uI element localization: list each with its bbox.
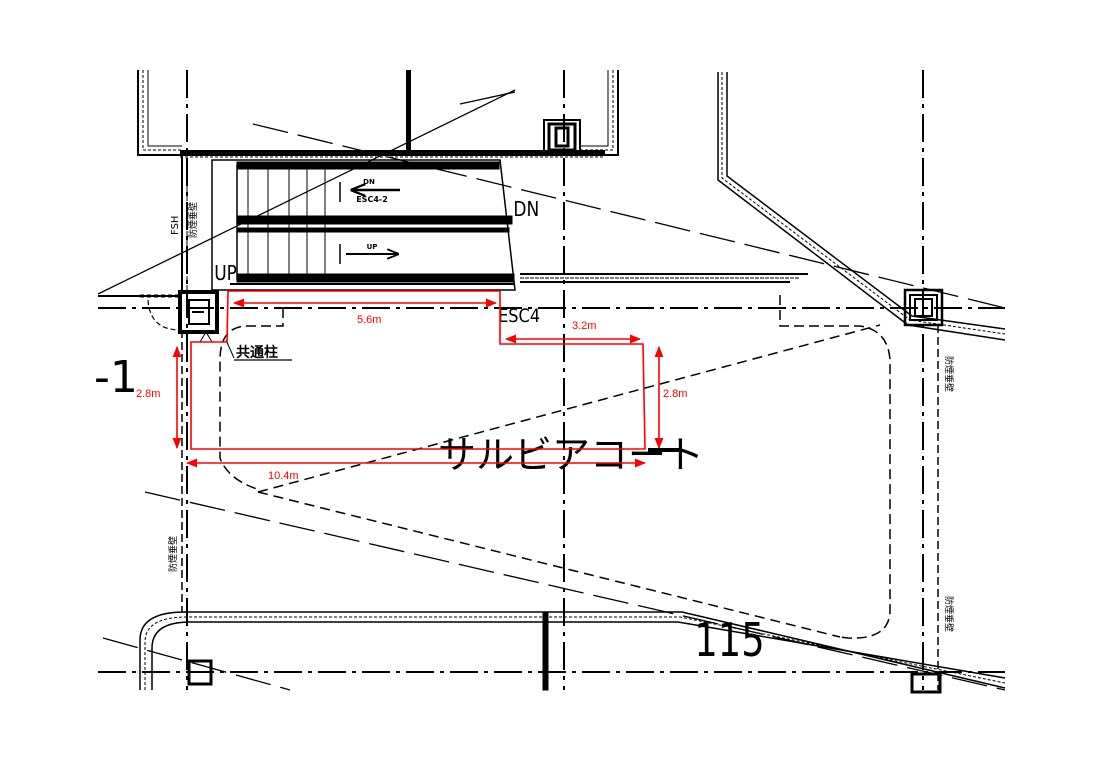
upper-left-wall	[137, 70, 182, 156]
column-top-center	[543, 119, 581, 155]
fsh-label: FSH	[170, 216, 181, 235]
dim-bottom-width: 10.4m	[268, 470, 299, 482]
area-outline	[190, 290, 646, 450]
column-right	[903, 288, 944, 327]
diagonal-wall-right	[717, 72, 1006, 341]
lower-wall	[139, 611, 1006, 691]
smoke-wall-label-top: 防煙垂壁	[187, 202, 199, 238]
esc4-label: ESC4	[498, 306, 540, 328]
smoke-wall-label-right-lower: 防煙垂壁	[943, 596, 955, 632]
column-bottom-left	[187, 659, 213, 686]
court-outline	[219, 295, 891, 639]
diagonal-lines	[97, 89, 1006, 691]
esc4-2-label: ESC4-2	[356, 195, 388, 204]
dn-small-label: DN	[363, 178, 375, 186]
up-small-label: UP	[367, 243, 378, 251]
grid-lines	[98, 70, 1005, 690]
court-name: サルビアコート	[438, 433, 704, 477]
room-number: 115	[694, 613, 764, 667]
smoke-wall-label-right-upper: 防煙垂壁	[943, 356, 955, 392]
shared-column-label: 共通柱	[236, 344, 278, 361]
smoke-wall-lines	[181, 325, 939, 690]
escalator-esc4	[211, 159, 808, 291]
upper-center-wall	[580, 70, 619, 156]
dim-left-height: 2.8m	[136, 388, 160, 400]
dim-right-height: 2.8m	[663, 388, 687, 400]
vertical-wall-top	[406, 70, 411, 155]
up-label: UP	[214, 263, 237, 286]
column-bottom-right	[910, 672, 942, 694]
smoke-wall-label-left: 防煙垂壁	[167, 536, 179, 572]
top-beam	[180, 150, 605, 156]
dim-top-width: 5.6m	[357, 314, 381, 326]
grid-label: -1	[94, 352, 138, 403]
fsh-wall	[181, 150, 188, 292]
dim-step-width: 3.2m	[572, 320, 596, 332]
dimension-arrows	[172, 298, 664, 468]
dn-label: DN	[513, 199, 539, 222]
